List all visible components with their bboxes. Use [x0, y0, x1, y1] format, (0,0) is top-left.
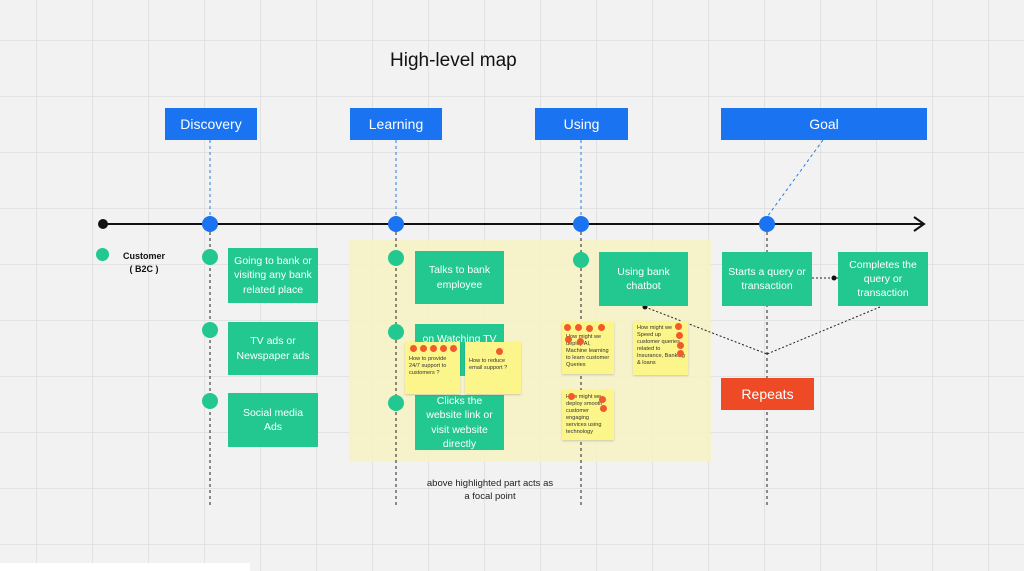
card-learning-website[interactable]: Clicks the website link or visit website…: [415, 395, 504, 450]
card-goal-complete-query[interactable]: Completes the query or transaction: [838, 252, 928, 306]
legend-label-text: Customer: [122, 251, 165, 261]
focal-note: above highlighted part acts as a focal p…: [426, 478, 554, 502]
card-using-chatbot[interactable]: Using bank chatbot: [599, 252, 688, 306]
repeats-label[interactable]: Repeats: [721, 378, 814, 410]
phase-goal[interactable]: Goal: [721, 108, 927, 140]
sticky-note-text: How to provide 24/7 support to customers…: [409, 356, 447, 376]
card-discovery-social-ads[interactable]: Social media Ads: [228, 393, 318, 447]
row-marker: [388, 250, 404, 266]
row-marker: [573, 252, 589, 268]
card-discovery-tv-ads[interactable]: TV ads or Newspaper ads: [228, 322, 318, 375]
sticky-note[interactable]: How to reduce email support ?: [465, 342, 521, 394]
stage-dot-discovery: [202, 216, 218, 232]
stage-dot-using: [573, 216, 589, 232]
row-marker: [388, 395, 404, 411]
sticky-note[interactable]: How might we deploy smooth customer enga…: [562, 390, 614, 440]
phase-using[interactable]: Using: [535, 108, 628, 140]
card-learning-talks-employee[interactable]: Talks to bank employee: [415, 251, 504, 304]
sticky-note-text: How might we Speed up customer queries r…: [637, 325, 685, 366]
row-marker: [388, 324, 404, 340]
sticky-note-text: How might we deploy smooth customer enga…: [566, 394, 603, 435]
bottom-left-panel: [0, 563, 250, 571]
card-discovery-bank-visit[interactable]: Going to bank or visiting any bank relat…: [228, 248, 318, 303]
row-marker: [202, 322, 218, 338]
legend-sublabel-text: ( B2C ): [129, 263, 159, 274]
row-marker: [202, 393, 218, 409]
customer-legend-dot: [96, 248, 109, 261]
card-goal-start-query[interactable]: Starts a query or transaction: [722, 252, 812, 306]
sticky-note-text: How to reduce email support ?: [469, 358, 508, 371]
page-title: High-level map: [390, 50, 517, 71]
customer-legend-label: Customer ( B2C ): [113, 250, 175, 275]
phase-discovery[interactable]: Discovery: [165, 108, 257, 140]
sticky-note[interactable]: How might we Speed up customer queries r…: [633, 321, 688, 375]
stage-dot-goal: [759, 216, 775, 232]
phase-learning[interactable]: Learning: [350, 108, 442, 140]
row-marker: [202, 249, 218, 265]
stage-dot-learning: [388, 216, 404, 232]
sticky-note[interactable]: How might we deploy AI, Machine learning…: [562, 322, 614, 374]
sticky-note-text: How might we deploy AI, Machine learning…: [566, 334, 610, 368]
sticky-note[interactable]: How to provide 24/7 support to customers…: [405, 342, 460, 394]
